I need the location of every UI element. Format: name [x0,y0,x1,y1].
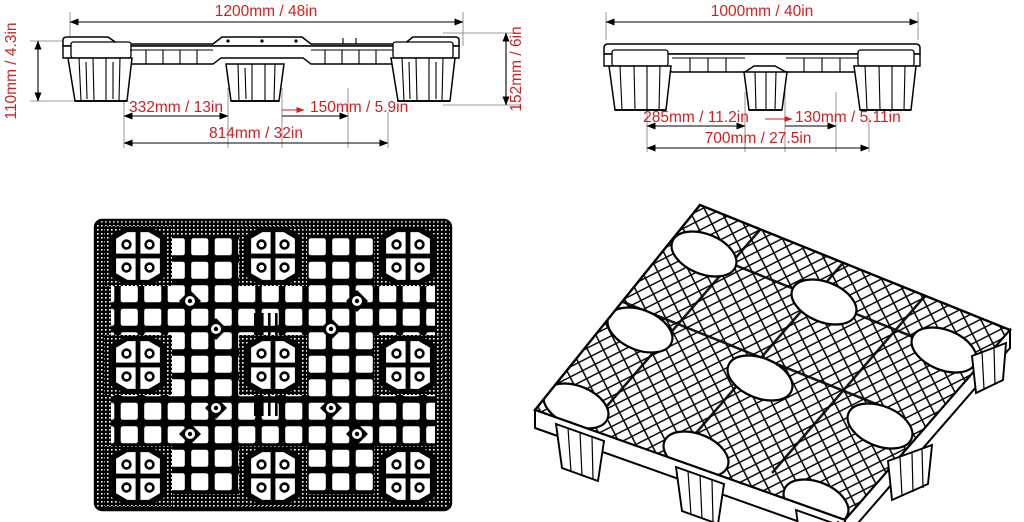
view-side-elevation-long: 1200mm / 48in 110mm / 4.3in 152mm / 6in … [3,3,525,148]
foot-pad [104,335,172,395]
diamond-marker [179,423,201,445]
view-top [93,218,453,512]
dim-foot-centers-span-long: 814mm / 32in [123,125,389,147]
deck-dots-long [226,39,298,43]
diamond-marker [320,397,342,419]
diamond-marker [320,318,342,340]
view-side-elevation-short: 1000mm / 40in 285mm / 11.2in 130mm / 5.1… [603,3,921,152]
foot-pads-group [104,226,442,506]
end-pocket-right-short [857,49,915,67]
deck-ribs-short [672,57,858,72]
iso-foot [886,443,934,502]
end-pocket-left [70,41,132,59]
iso-foot [674,465,726,522]
foot-pad [239,335,307,395]
iso-deck-edge-front-left [534,408,846,522]
center-slot-columns [254,313,278,416]
iso-foot [970,341,1008,395]
dim-label-foot-gap-outer-long: 332mm / 13in [129,99,223,116]
dim-total-height: 152mm / 6in [502,26,525,112]
iso-deck-edge-front-right [844,327,1011,522]
diamond-marker [346,290,368,312]
diamond-marker [205,318,227,340]
iso-foot [554,422,606,483]
feet-short-elevation [608,65,917,111]
foot-pad [104,226,172,286]
foot-center-long [225,63,285,102]
dim-overall-width: 1000mm / 40in [605,3,919,26]
dim-overall-length: 1200mm / 48in [69,3,464,26]
dim-label-foot-centers-span-long: 814mm / 32in [209,125,303,142]
dim-foot-gap-outer-short: 285mm / 11.2in [643,109,749,130]
dim-label-overall-width: 1000mm / 40in [711,3,814,20]
foot-right-long [390,57,456,102]
diamond-marker [179,290,201,312]
end-pocket-right [392,41,454,59]
dim-label-foot-gap-outer-short: 285mm / 11.2in [643,109,749,126]
feet-long-elevation [67,57,456,102]
dim-label-deck-height: 110mm / 4.3in [3,22,20,119]
foot-pad [374,335,442,395]
diamond-marker [346,423,368,445]
diamond-marker [205,397,227,419]
iso-foot [794,508,840,522]
foot-pad [374,226,442,286]
dim-label-total-height: 152mm / 6in [508,26,525,111]
dim-foot-width-center-short: 130mm / 5.11in [765,109,901,130]
pallet-side-profile-short [603,43,921,73]
end-pocket-left-short [611,49,669,67]
dim-label-foot-width-center-long: 150mm / 5.9in [310,99,408,116]
deck-ribs-long [130,38,393,64]
diamond-markers-group [179,290,368,445]
foot-left-short [608,65,672,111]
dim-foot-gap-outer-long: 332mm / 13in [123,99,229,120]
dim-foot-width-center-long: 150mm / 5.9in [282,99,408,120]
dim-label-foot-width-center-short: 130mm / 5.11in [795,109,901,126]
foot-left-long [67,57,133,102]
foot-right-short [853,65,917,111]
dim-label-overall-length: 1200mm / 48in [215,3,318,20]
iso-feet-group [554,341,1008,522]
dim-foot-centers-span-short: 700mm / 27.5in [646,130,870,152]
foot-pad [104,446,172,506]
dim-deck-height: 110mm / 4.3in [3,22,42,120]
foot-pad [374,446,442,506]
dim-label-foot-centers-span-short: 700mm / 27.5in [705,130,812,147]
foot-pad [239,446,307,506]
foot-center-short [743,71,788,111]
foot-pad [239,226,307,286]
top-view-outline [93,218,453,512]
